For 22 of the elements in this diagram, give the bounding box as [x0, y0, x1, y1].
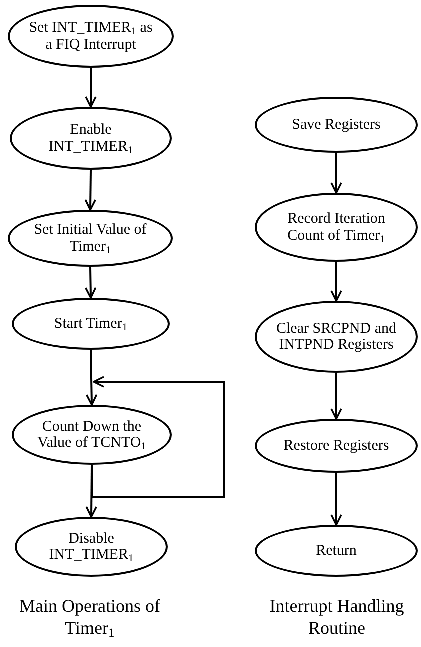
node-label: Save Registers: [291, 116, 382, 134]
flowchart-caption: Main Operations of Timer$_{1}$: [18, 596, 162, 640]
flowchart-caption: Interrupt Handling Routine: [268, 596, 406, 640]
node-label: Disable INT_TIMER$_{1}$: [48, 530, 135, 564]
node-label: Clear SRCPND and INTPND Registers: [276, 320, 398, 354]
arrow: [330, 153, 342, 194]
node-label: Start Timer$_{1}$: [53, 316, 129, 332]
arrow: [85, 68, 97, 108]
node-label: Record Iteration Count of Timer$_{1}$: [286, 211, 386, 244]
arrow: [330, 373, 342, 420]
node-label: Restore Registers: [282, 438, 390, 454]
node-label: Return: [315, 542, 358, 560]
arrow: [330, 473, 342, 526]
arrow: [84, 170, 97, 211]
loop-arrow: [91, 376, 225, 498]
arrow: [84, 266, 97, 299]
node-label: Set INT_TIMER$_{1}$ as a FIQ Interrupt: [28, 20, 154, 53]
node-label: Enable INT_TIMER$_{1}$: [48, 122, 134, 155]
node-label: Set Initial Value of Timer$_{1}$: [33, 222, 148, 255]
node-label: Count Down the Value of TCNTO$_{1}$: [36, 418, 148, 452]
arrow: [86, 350, 98, 406]
arrow: [330, 262, 342, 302]
